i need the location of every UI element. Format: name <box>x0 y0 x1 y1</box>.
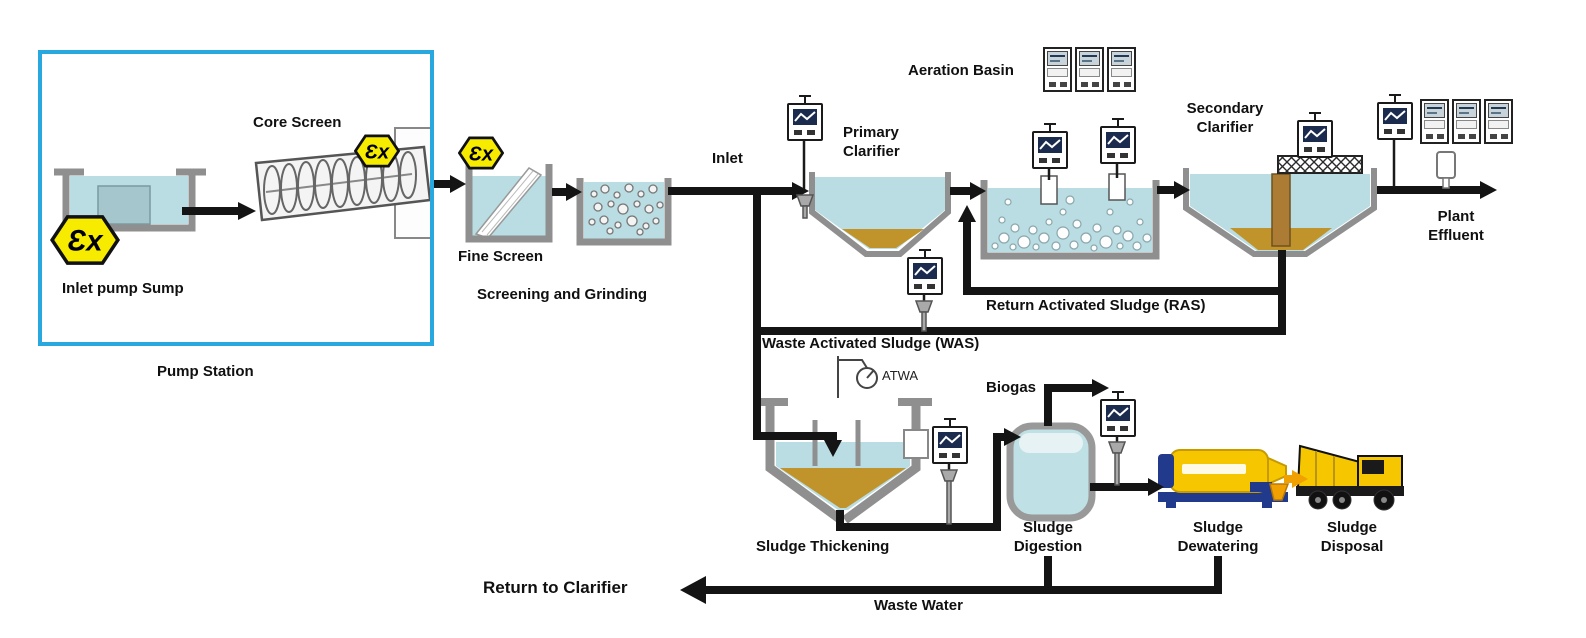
return-to-clarifier-label: Return to Clarifier <box>483 578 628 597</box>
transmitter-icon-primary-inlet <box>787 95 823 141</box>
controller-panel-icon <box>1075 47 1104 92</box>
sludge-digestion-label: Sludge Digestion <box>1013 519 1083 555</box>
sludge-digestion-tank <box>1006 422 1096 522</box>
effluent-sampler-icon <box>1436 151 1456 189</box>
biogas-label: Biogas <box>986 379 1037 396</box>
effluent-controller-panels <box>1420 99 1513 144</box>
dewatering-centrifuge <box>1158 449 1290 508</box>
ex-atex-icon-pump-sump: Ɛx <box>50 214 120 266</box>
pump-station-label: Pump Station <box>157 363 254 380</box>
transmitter-icon-thickener-out <box>932 418 968 464</box>
ex-mark-text: Ɛx <box>365 141 390 163</box>
atwa-label: ATWA <box>882 368 919 383</box>
transmitter-icon-aeration-2 <box>1100 118 1136 164</box>
aeration-basin-label: Aeration Basin <box>908 62 1014 79</box>
transmitter-icon-digester-out <box>1100 391 1136 437</box>
inlet-pump-sump-label: Inlet pump Sump <box>62 280 184 297</box>
instrument-poles <box>802 140 1396 470</box>
transmitter-icon-was-line <box>907 249 943 295</box>
ex-atex-icon-core-screen: Ɛx <box>354 134 400 168</box>
transmitter-icon-secondary-bridge <box>1297 112 1333 158</box>
clarifier-bridge-icon <box>1277 155 1363 174</box>
controller-panel-icon <box>1452 99 1481 144</box>
ex-mark-text: Ɛx <box>67 225 104 258</box>
primary-clarifier-label: Primary Clarifier <box>843 124 900 160</box>
sludge-dewatering-label: Sludge Dewatering <box>1177 519 1259 555</box>
fine-screen-tank <box>465 164 553 243</box>
atwa-analyzer-icon <box>837 356 878 398</box>
screening-grinding-label: Screening and Grinding <box>477 286 648 303</box>
sludge-thickening-label: Sludge Thickening <box>756 538 890 555</box>
fine-screen-label: Fine Screen <box>458 248 544 265</box>
transmitter-icon-aeration-1 <box>1032 123 1068 169</box>
secondary-clarifier-tank <box>1183 155 1377 257</box>
controller-panel-icon <box>1043 47 1072 92</box>
sludge-disposal-label: Sludge Disposal <box>1320 519 1384 555</box>
sludge-thickening-tank <box>754 356 932 524</box>
secondary-clarifier-label: Secondary Clarifier <box>1186 100 1264 136</box>
pipe-arrowheads <box>238 175 1497 604</box>
grinding-tank <box>576 178 672 246</box>
was-label: Waste Activated Sludge (WAS) <box>762 335 980 352</box>
ex-mark-text: Ɛx <box>469 143 494 165</box>
transmitter-icon-effluent <box>1377 94 1413 140</box>
process-pipes <box>182 180 1480 594</box>
core-screen-label: Core Screen <box>253 114 342 131</box>
dump-truck <box>1296 444 1404 511</box>
transfer-arrow <box>1284 470 1308 488</box>
controller-panel-icon <box>1107 47 1136 92</box>
waste-water-label: Waste Water <box>874 597 963 614</box>
plant-effluent-label: Plant Effluent <box>1428 208 1484 244</box>
controller-panel-icon <box>1420 99 1449 144</box>
ras-label: Return Activated Sludge (RAS) <box>986 297 1206 314</box>
inlet-label: Inlet <box>712 150 743 167</box>
injector-valve-icons <box>795 194 1127 525</box>
aeration-controller-panels <box>1043 47 1136 92</box>
ex-atex-icon-fine-screen: Ɛx <box>458 136 504 170</box>
pump-station-boundary <box>38 50 434 346</box>
controller-panel-icon <box>1484 99 1513 144</box>
aeration-basin-tank <box>980 173 1160 260</box>
primary-clarifier-tank <box>809 172 951 257</box>
